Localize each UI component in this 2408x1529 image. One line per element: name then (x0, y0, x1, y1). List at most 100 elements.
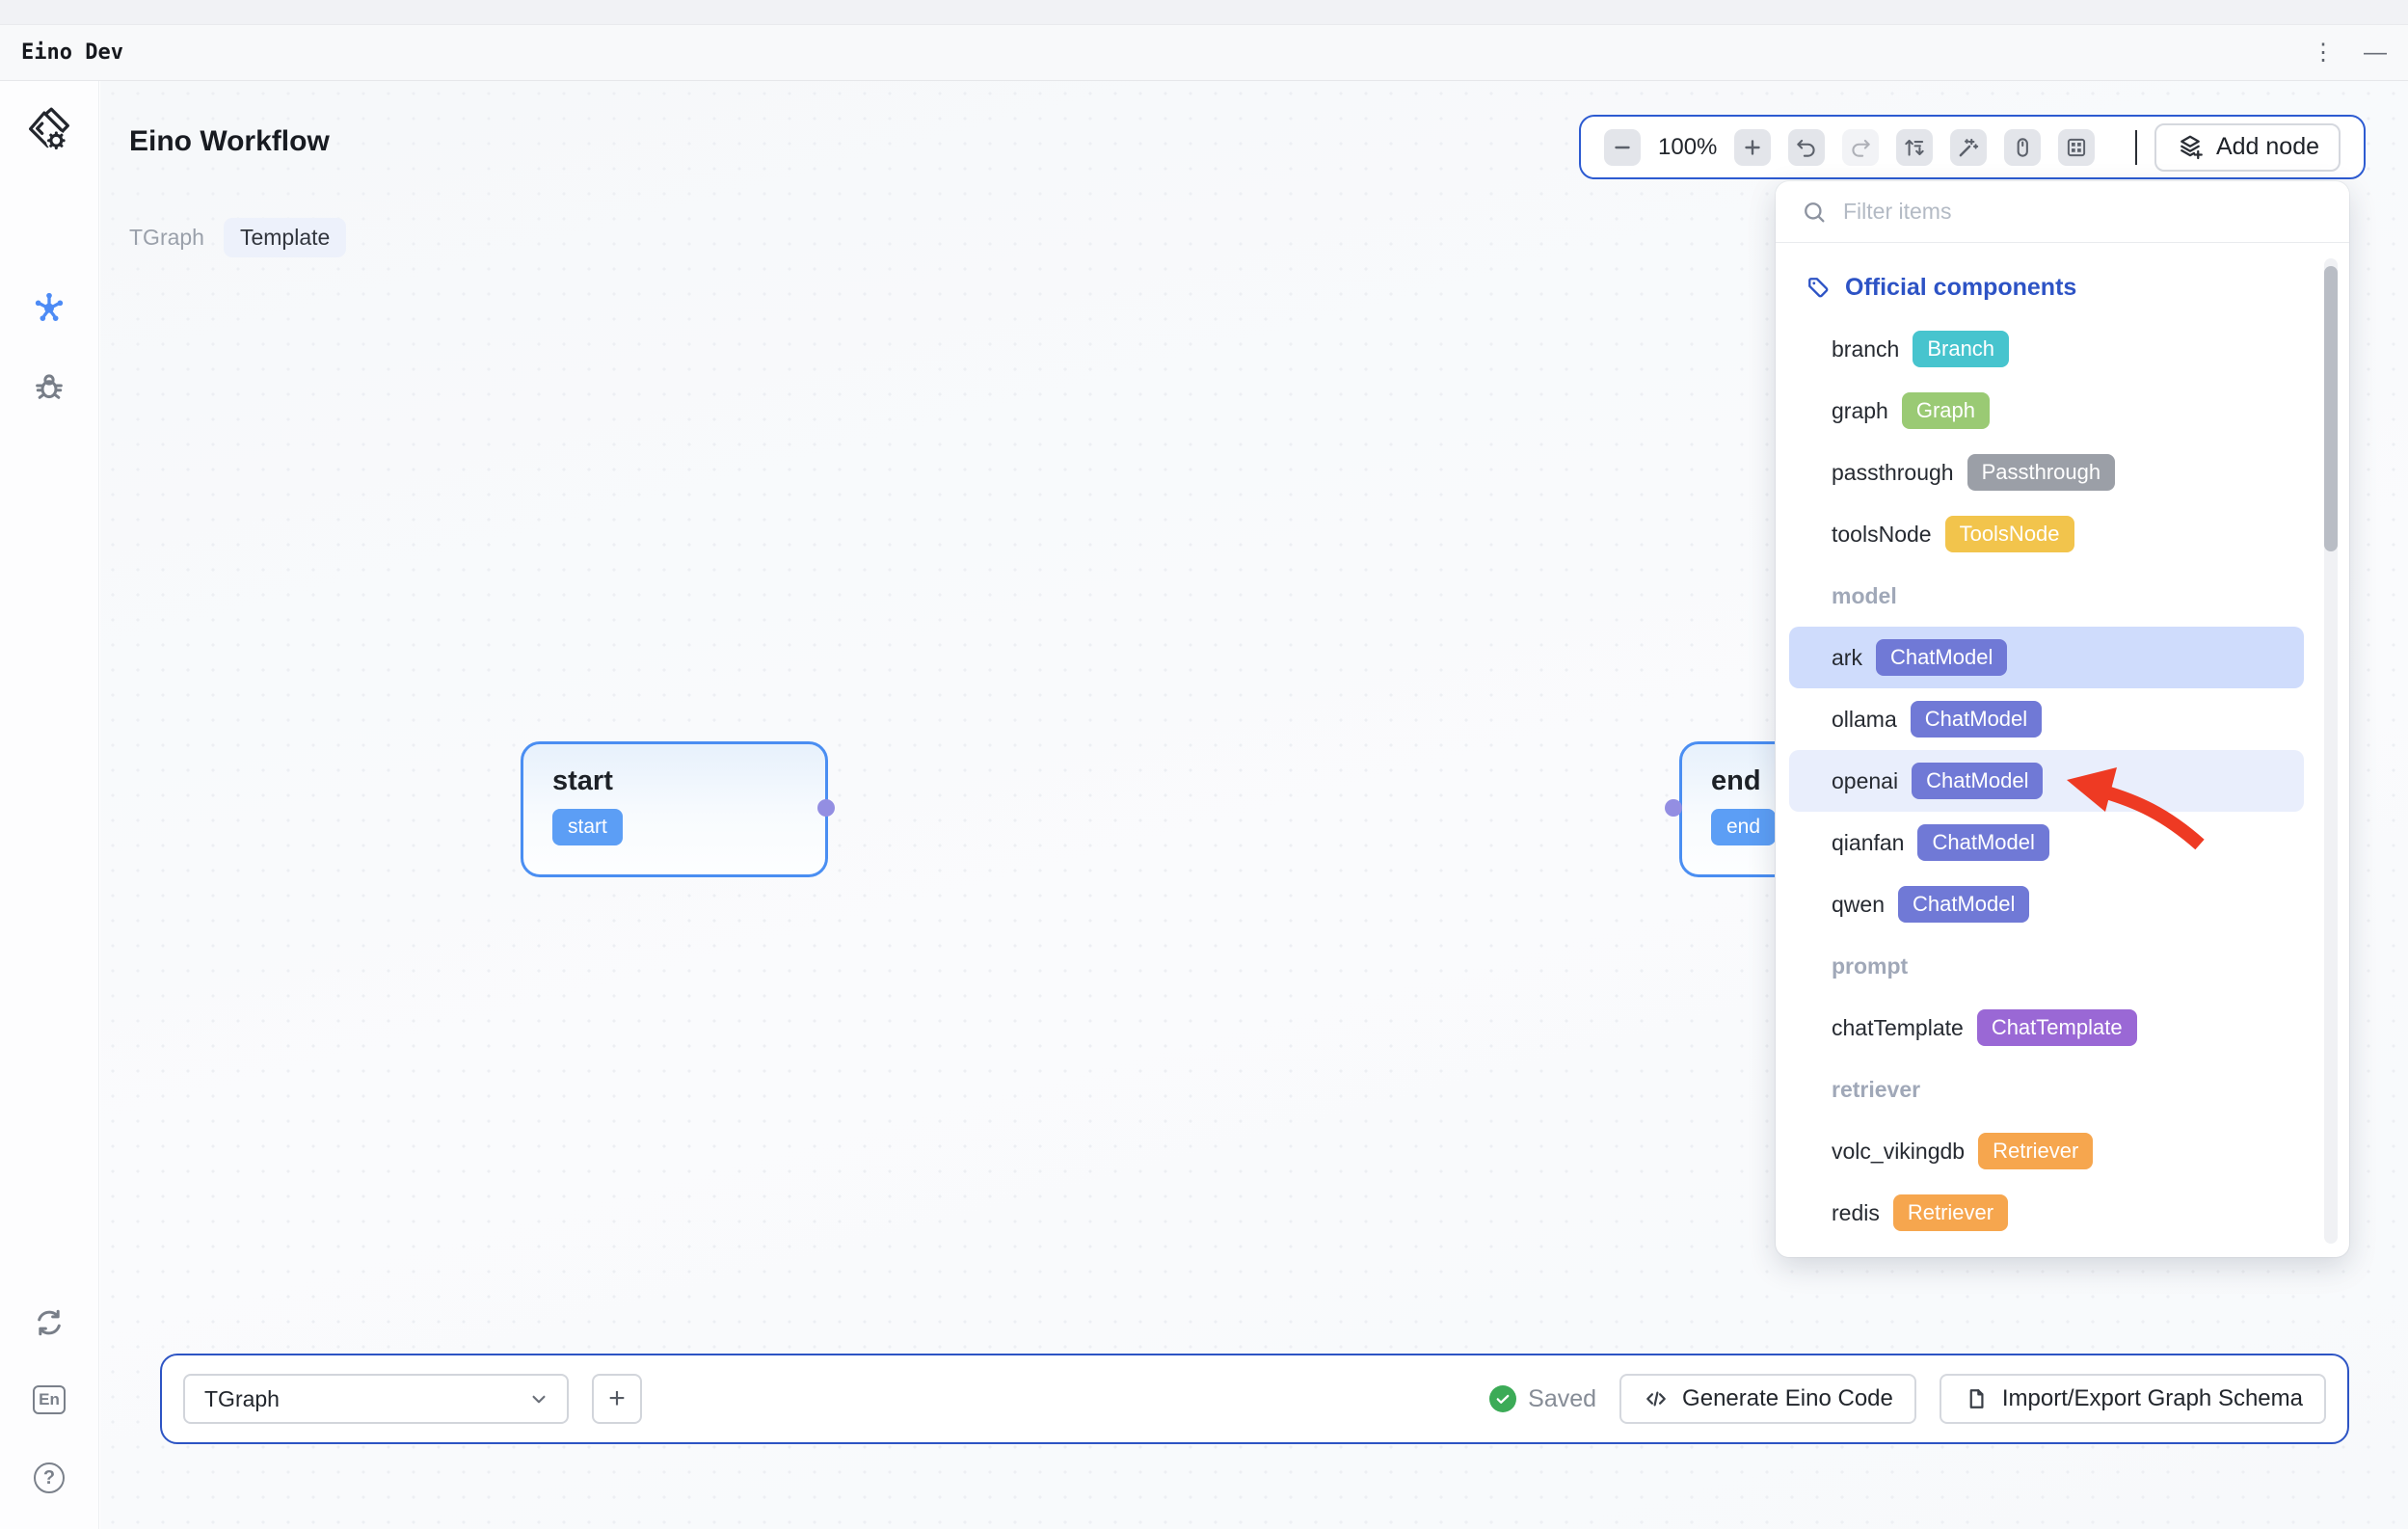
section-label-retriever: retriever (1832, 1076, 1921, 1102)
component-item-volc-vikingdb[interactable]: volc_vikingdb Retriever (1789, 1120, 2304, 1182)
sidebar-item-language[interactable]: En (28, 1379, 70, 1421)
generate-code-button[interactable]: Generate Eino Code (1619, 1374, 1916, 1424)
component-name: branch (1832, 335, 1900, 362)
arrow-tail (2101, 785, 2205, 850)
zoom-in-button[interactable] (1734, 128, 1772, 166)
language-icon: En (33, 1385, 66, 1414)
graph-tags-row: TGraph Template (129, 218, 347, 257)
magic-wand-icon (1960, 138, 1979, 156)
official-components-header: Official components (1776, 256, 2349, 318)
component-name: volc_vikingdb (1832, 1138, 1966, 1164)
start-node-badge: start (552, 809, 623, 845)
sidebar-item-refresh[interactable] (28, 1301, 70, 1344)
component-type-badge: ToolsNode (1944, 515, 2074, 553)
component-name: passthrough (1832, 459, 1954, 485)
zoom-level: 100% (1658, 133, 1718, 160)
start-node[interactable]: start start (521, 741, 828, 877)
minimap-button[interactable] (2058, 128, 2096, 166)
mouse-settings-button[interactable] (2004, 128, 2042, 166)
kebab-menu-icon[interactable]: ⋮ (2312, 39, 2335, 66)
component-item-branch[interactable]: branch Branch (1789, 318, 2304, 380)
import-export-button[interactable]: Import/Export Graph Schema (1939, 1374, 2326, 1424)
redo-button[interactable] (1842, 128, 1880, 166)
window-title-bar: Eino Dev ⋮ — (0, 25, 2408, 81)
filter-row (1776, 181, 2349, 243)
component-item-toolsNode[interactable]: toolsNode ToolsNode (1789, 503, 2304, 565)
component-name: toolsNode (1832, 521, 1932, 547)
saved-check-icon (1489, 1385, 1517, 1412)
section-label-model: model (1832, 582, 1897, 608)
saved-label: Saved (1528, 1384, 1597, 1412)
bug-icon (36, 374, 63, 399)
window-edge-strip (0, 0, 2408, 25)
component-item-passthrough[interactable]: passthrough Passthrough (1789, 442, 2304, 503)
graph-selector[interactable]: TGraph (183, 1374, 569, 1424)
start-node-title: start (552, 765, 613, 796)
component-type-badge: ChatModel (1875, 638, 2008, 677)
logo-back-page (45, 107, 69, 132)
component-type-badge: ChatModel (1912, 762, 2044, 800)
component-item-graph[interactable]: graph Graph (1789, 380, 2304, 442)
toolbar-divider (2134, 129, 2137, 165)
component-type-badge: Retriever (1892, 1194, 2009, 1232)
graph-selector-value: TGraph (204, 1385, 280, 1411)
component-name: qwen (1832, 891, 1885, 917)
footer-bar: TGraph + Saved Generate Eino Code Import… (160, 1354, 2349, 1444)
component-item-ark[interactable]: ark ChatModel (1789, 627, 2304, 688)
canvas-toolbar: 100% (1579, 115, 2366, 179)
magic-wand-button[interactable] (1950, 128, 1988, 166)
component-name: ark (1832, 644, 1862, 670)
component-item-openai[interactable]: openai ChatModel (1789, 750, 2304, 812)
component-type-badge: Branch (1913, 330, 2010, 368)
save-status: Saved (1489, 1385, 1596, 1413)
window-title: Eino Dev (21, 40, 123, 65)
auto-layout-icon (1905, 139, 1925, 156)
official-components-label: Official components (1845, 273, 2077, 301)
add-node-button[interactable]: Add node (2154, 122, 2341, 172)
component-item-qianfan[interactable]: qianfan ChatModel (1789, 812, 2304, 873)
search-icon (1805, 201, 1825, 222)
component-type-badge: Graph (1901, 391, 1990, 430)
sidebar-item-workflow[interactable] (28, 285, 70, 328)
help-icon: ? (34, 1462, 65, 1493)
components-panel: Official components branch Branch graph … (1776, 181, 2349, 1257)
end-node-input-port[interactable] (1665, 799, 1682, 817)
component-item-ollama[interactable]: ollama ChatModel (1789, 688, 2304, 750)
sidebar: En ? (0, 81, 99, 1529)
component-item-chatTemplate[interactable]: chatTemplate ChatTemplate (1789, 997, 2304, 1059)
component-name: qianfan (1832, 829, 1905, 855)
component-name: redis (1832, 1199, 1880, 1225)
add-graph-button[interactable]: + (592, 1374, 642, 1424)
tag-icon (1808, 278, 1829, 298)
code-icon (1646, 1391, 1666, 1407)
file-schema-icon (1969, 1389, 1984, 1408)
undo-button[interactable] (1788, 128, 1826, 166)
page-title: Eino Workflow (129, 125, 330, 157)
generate-code-label: Generate Eino Code (1682, 1385, 1893, 1411)
component-name: ollama (1832, 706, 1897, 732)
start-node-output-port[interactable] (817, 799, 835, 817)
component-name: graph (1832, 397, 1888, 423)
filter-input[interactable] (1843, 199, 2324, 225)
add-node-label: Add node (2215, 133, 2319, 160)
end-node-badge: end (1711, 809, 1777, 845)
refresh-icon (38, 1309, 61, 1336)
layers-plus-icon (2181, 135, 2203, 159)
panel-scrollbar-thumb[interactable] (2324, 266, 2338, 551)
component-type-badge: ChatModel (1917, 823, 2049, 862)
sidebar-item-help[interactable]: ? (28, 1457, 70, 1499)
auto-layout-button[interactable] (1896, 128, 1934, 166)
mouse-icon (2018, 137, 2029, 157)
sidebar-item-debug[interactable] (28, 364, 70, 407)
arrow-head (2067, 767, 2117, 812)
component-type-badge: ChatModel (1910, 700, 2043, 738)
component-item-qwen[interactable]: qwen ChatModel (1789, 873, 2304, 935)
undo-icon (1797, 139, 1815, 157)
minimize-icon[interactable]: — (2364, 39, 2387, 66)
component-type-badge: ChatModel (1897, 885, 2030, 924)
zoom-out-button[interactable] (1604, 128, 1641, 166)
red-annotation-arrow (2067, 767, 2205, 850)
components-list: Official components branch Branch graph … (1776, 243, 2349, 1244)
graph-name-label: TGraph (129, 225, 204, 250)
component-item-redis[interactable]: redis Retriever (1789, 1182, 2304, 1244)
